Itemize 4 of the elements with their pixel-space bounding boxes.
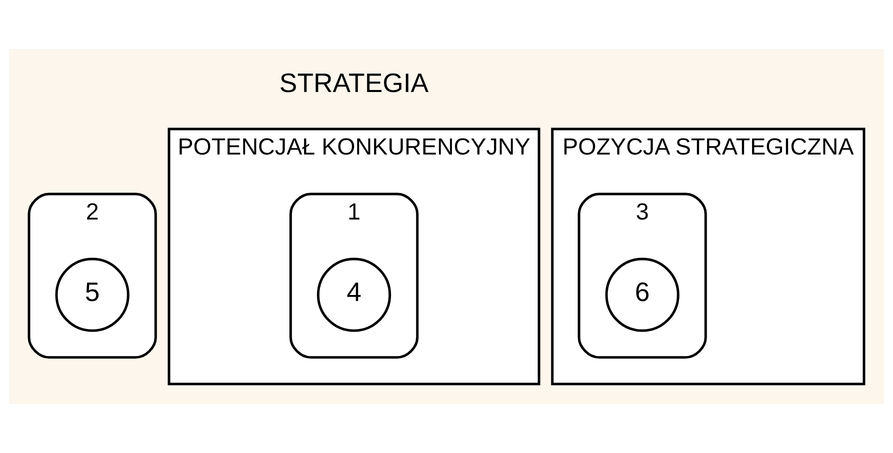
node-circle: 5: [55, 258, 130, 332]
node-circle: 6: [605, 258, 680, 332]
label: STRATEGIA: [279, 68, 429, 98]
node-circle: 4: [316, 258, 392, 332]
